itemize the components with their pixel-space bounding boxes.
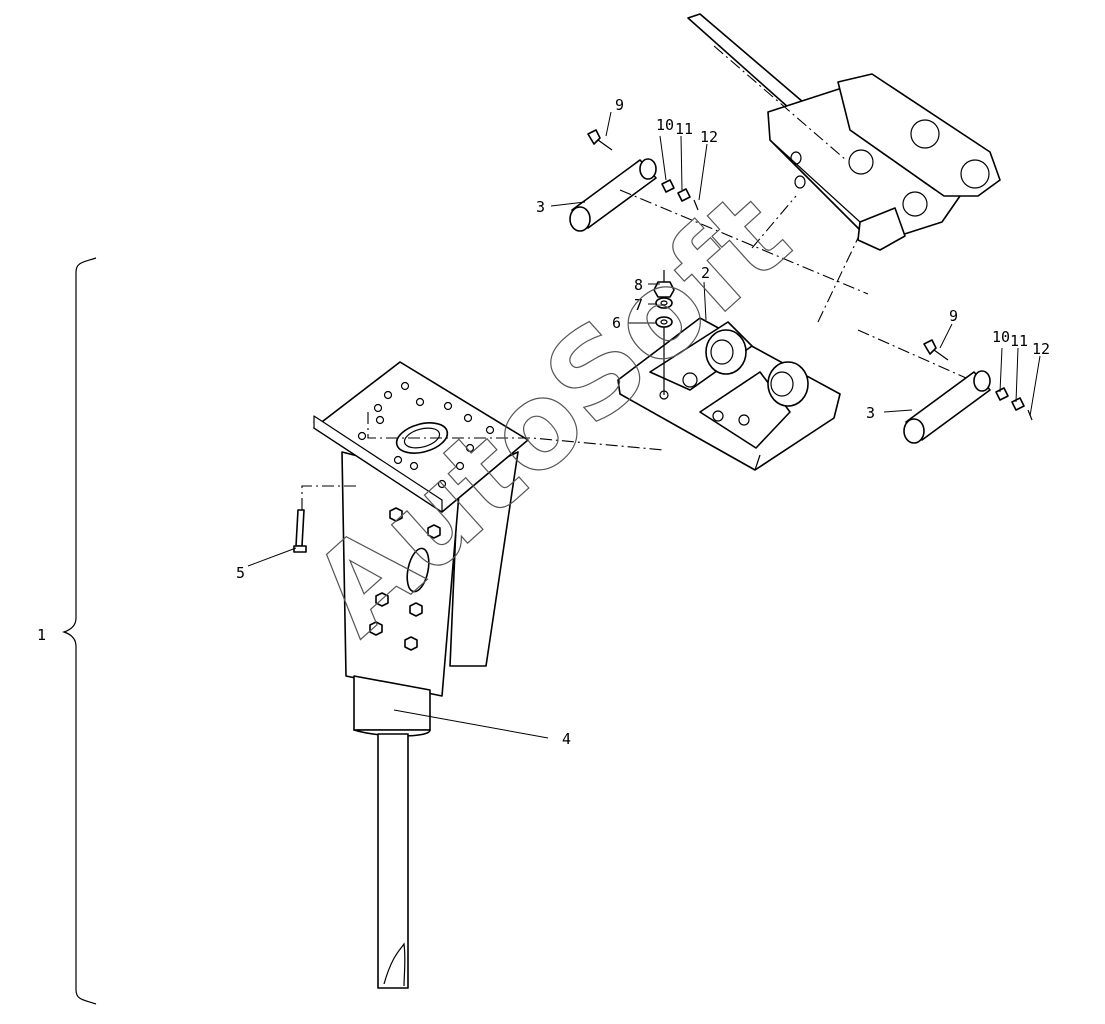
leader-lines [247, 111, 1041, 739]
pin-set-upper [569, 129, 699, 232]
callout-labels: 1 2 3 3 4 5 6 7 8 9 9 10 10 11 11 12 12 [37, 96, 1050, 748]
callout-12-upper: 12 [700, 128, 718, 146]
assembly-brace [62, 257, 97, 1005]
callout-3-upper: 3 [536, 198, 545, 216]
callout-3-lower: 3 [866, 404, 875, 422]
breaker-body [293, 361, 529, 989]
callout-10-upper: 10 [656, 116, 674, 134]
callout-8: 8 [634, 276, 643, 294]
fastener-stack [653, 270, 675, 328]
callout-12-lower: 12 [1032, 340, 1050, 358]
callout-6: 6 [612, 314, 621, 332]
callout-10-lower: 10 [992, 328, 1010, 346]
callout-7: 7 [634, 296, 643, 314]
callout-9-upper: 9 [615, 96, 624, 114]
mounting-bracket [617, 317, 841, 471]
quick-coupler [687, 13, 1001, 251]
callout-9-lower: 9 [949, 307, 958, 325]
pin-set-lower [903, 339, 1033, 444]
callout-5: 5 [236, 564, 245, 582]
callout-11-lower: 11 [1010, 332, 1028, 350]
callout-4: 4 [562, 730, 571, 748]
assembly-centerlines [301, 45, 967, 510]
callout-11-upper: 11 [675, 120, 693, 138]
callout-2: 2 [701, 264, 710, 282]
callout-1: 1 [37, 626, 46, 644]
